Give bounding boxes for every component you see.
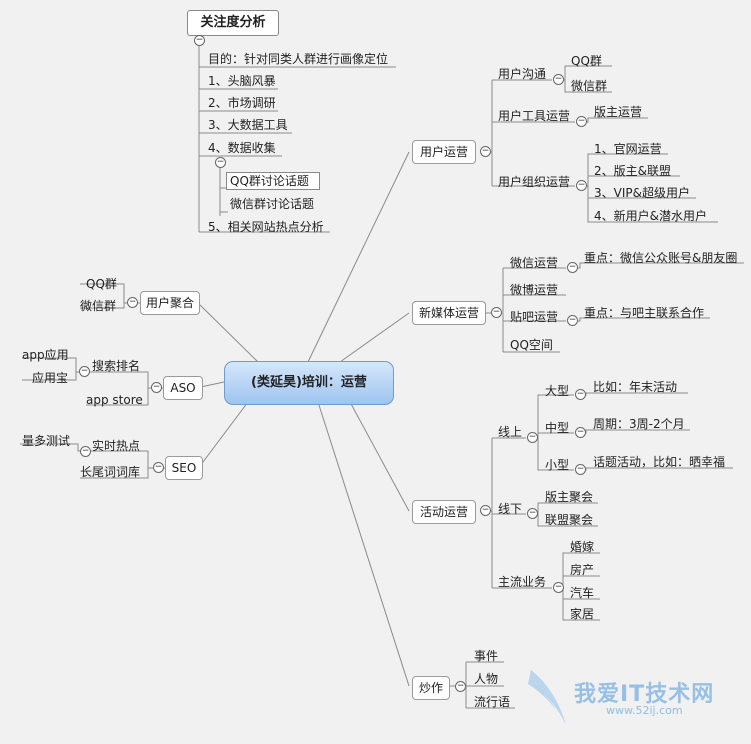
event-large-node[interactable]: 大型	[545, 384, 570, 398]
leaf-node[interactable]: app store	[86, 393, 143, 407]
note-node[interactable]: 话题活动，比如：晒幸福	[593, 455, 726, 469]
leaf-node[interactable]: 房产	[570, 563, 595, 577]
leaf-node[interactable]: QQ群	[571, 54, 602, 68]
collapse-toggle[interactable]: −	[79, 366, 90, 377]
collapse-toggle[interactable]: −	[480, 146, 491, 157]
collapse-toggle[interactable]: −	[80, 446, 91, 457]
user-org-node[interactable]: 用户组织运营	[498, 175, 571, 189]
hype-node[interactable]: 炒作	[412, 676, 450, 700]
collapse-toggle[interactable]: −	[480, 505, 491, 516]
seo-hot-node[interactable]: 实时热点	[92, 439, 141, 453]
event-online-node[interactable]: 线上	[498, 425, 523, 439]
analysis-item[interactable]: 1、头脑风暴	[208, 74, 276, 88]
collapse-toggle[interactable]: −	[575, 427, 586, 438]
media-wechat-node[interactable]: 微信运营	[510, 256, 559, 270]
leaf-node[interactable]: 人物	[474, 672, 499, 686]
event-main-node[interactable]: 主流业务	[498, 575, 547, 589]
media-tieba-node[interactable]: 贴吧运营	[510, 310, 559, 324]
analysis-collect-item[interactable]: QQ群讨论话题	[230, 174, 309, 188]
seo-node[interactable]: SEO	[165, 456, 203, 480]
aso-search-node[interactable]: 搜索排名	[92, 359, 141, 373]
user-comm-node[interactable]: 用户沟通	[498, 67, 547, 81]
leaf-node[interactable]: 微信群	[80, 299, 117, 313]
event-offline-node[interactable]: 线下	[498, 502, 523, 516]
collapse-toggle[interactable]: −	[527, 432, 538, 443]
note-node[interactable]: 重点：与吧主联系合作	[584, 306, 705, 320]
event-ops-node[interactable]: 活动运营	[412, 500, 476, 524]
collapse-toggle[interactable]: −	[576, 180, 587, 191]
collapse-toggle[interactable]: −	[527, 508, 538, 519]
selected-node-frame	[226, 172, 320, 190]
collapse-toggle[interactable]: −	[553, 582, 564, 593]
leaf-node[interactable]: 版主运营	[594, 105, 643, 119]
event-small-node[interactable]: 小型	[545, 458, 570, 472]
leaf-node[interactable]: 汽车	[570, 586, 595, 600]
leaf-node[interactable]: 应用宝	[32, 371, 69, 385]
leaf-node[interactable]: 2、版主&联盟	[594, 164, 671, 178]
collapse-toggle[interactable]: −	[553, 74, 564, 85]
collapse-toggle[interactable]: −	[491, 307, 502, 318]
site-watermark: 我爱IT技术网 www.52ij.com	[526, 660, 726, 730]
collapse-toggle[interactable]: −	[576, 116, 587, 127]
analysis-item[interactable]: 5、相关网站热点分析	[208, 220, 324, 234]
collapse-toggle[interactable]: −	[194, 35, 205, 46]
leaf-node[interactable]: 婚嫁	[570, 540, 595, 554]
note-node[interactable]: 比如：年末活动	[593, 380, 678, 394]
wing-logo-icon	[528, 670, 566, 725]
analysis-item[interactable]: 目的：针对同类人群进行画像定位	[208, 52, 389, 66]
aso-node[interactable]: ASO	[163, 376, 203, 400]
analysis-title[interactable]: 关注度分析	[187, 10, 279, 36]
collapse-toggle[interactable]: −	[215, 157, 226, 168]
leaf-node[interactable]: 1、官网运营	[594, 142, 662, 156]
watermark-url: www.52ij.com	[606, 704, 683, 717]
media-weibo-node[interactable]: 微博运营	[510, 283, 559, 297]
leaf-node[interactable]: 事件	[474, 649, 499, 663]
user-ops-node[interactable]: 用户运营	[412, 140, 476, 164]
user-tool-node[interactable]: 用户工具运营	[498, 109, 571, 123]
leaf-node[interactable]: 微信群	[571, 79, 608, 93]
central-topic[interactable]: (类延昊)培训：运营	[224, 361, 394, 405]
collapse-toggle[interactable]: −	[153, 462, 164, 473]
leaf-node[interactable]: 联盟聚会	[545, 513, 594, 527]
collapse-toggle[interactable]: −	[575, 389, 586, 400]
leaf-node[interactable]: 长尾词词库	[80, 465, 141, 479]
collapse-toggle[interactable]: −	[455, 681, 466, 692]
leaf-node[interactable]: 流行语	[474, 695, 511, 709]
watermark-text: 我爱IT技术网	[574, 682, 715, 707]
leaf-node[interactable]: QQ群	[86, 277, 117, 291]
collapse-toggle[interactable]: −	[127, 297, 138, 308]
collapse-toggle[interactable]: −	[151, 382, 162, 393]
leaf-node[interactable]: 版主聚会	[545, 490, 594, 504]
user-gather-node[interactable]: 用户聚合	[140, 291, 200, 315]
collapse-toggle[interactable]: −	[567, 315, 578, 326]
leaf-node[interactable]: 4、新用户&潜水用户	[594, 209, 707, 223]
analysis-item[interactable]: 4、数据收集	[208, 141, 276, 155]
analysis-item[interactable]: 2、市场调研	[208, 96, 276, 110]
leaf-node[interactable]: 量多测试	[22, 434, 71, 448]
leaf-node[interactable]: app应用	[22, 348, 69, 362]
analysis-collect-item[interactable]: 微信群讨论话题	[230, 197, 315, 211]
event-medium-node[interactable]: 中型	[545, 421, 570, 435]
note-node[interactable]: 周期：3周-2个月	[593, 417, 685, 431]
analysis-item[interactable]: 3、大数据工具	[208, 118, 288, 132]
note-node[interactable]: 重点：微信公众账号&朋友圈	[584, 251, 738, 265]
media-qzone-node[interactable]: QQ空间	[510, 338, 553, 352]
collapse-toggle[interactable]: −	[567, 262, 578, 273]
leaf-node[interactable]: 3、VIP&超级用户	[594, 186, 690, 200]
media-ops-node[interactable]: 新媒体运营	[412, 301, 486, 325]
leaf-node[interactable]: 家居	[570, 607, 595, 621]
collapse-toggle[interactable]: −	[575, 464, 586, 475]
